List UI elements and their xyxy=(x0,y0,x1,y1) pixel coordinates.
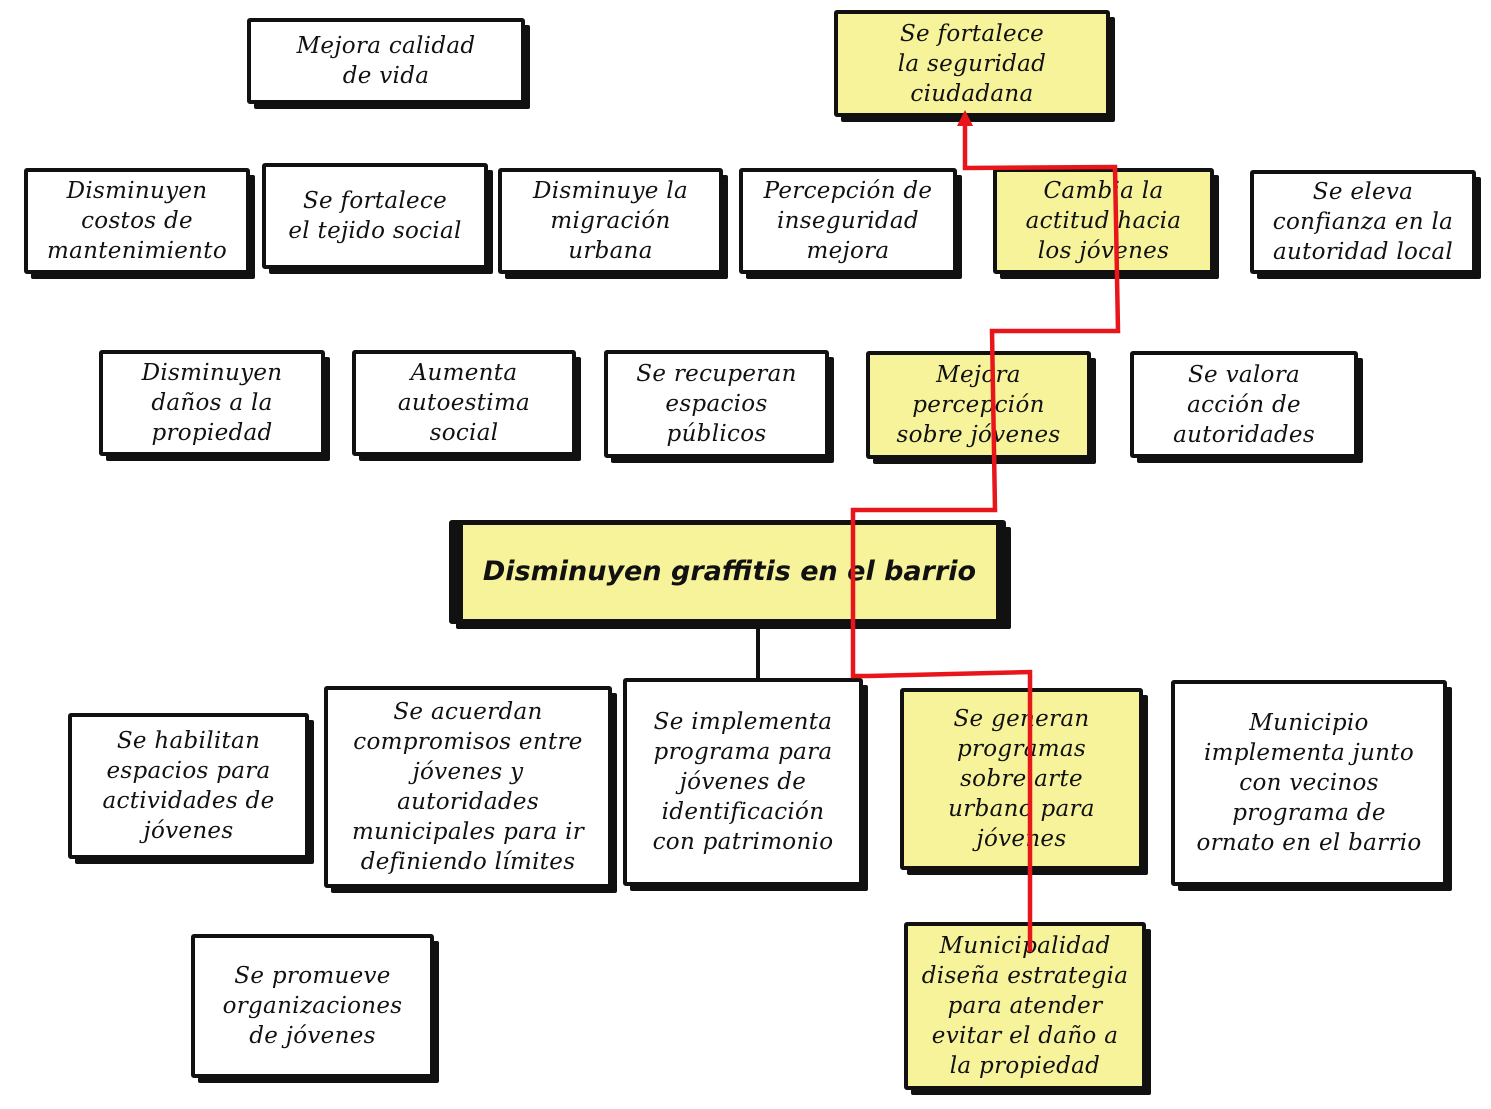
box-seguridad: Se fortalece la seguridad ciudadana xyxy=(834,10,1110,117)
box-estrategia: Municipalidad diseña estrategia para ate… xyxy=(904,922,1146,1090)
box-percepcion-jovenes: Mejora percepción sobre jóvenes xyxy=(866,351,1091,459)
box-organizaciones: Se promueve organizaciones de jóvenes xyxy=(191,934,434,1078)
box-text: Se acuerdan compromisos entre jóvenes y … xyxy=(351,699,585,875)
box-patrimonio: Se implementa programa para jóvenes de i… xyxy=(623,678,863,886)
box-migracion: Disminuye la migración urbana xyxy=(498,168,723,274)
box-text: Mejora calidad de vida xyxy=(296,33,476,89)
box-confianza: Se eleva confianza en la autoridad local xyxy=(1250,170,1476,274)
box-arte: Se generan programas sobre arte urbano p… xyxy=(900,688,1143,870)
box-text: Disminuye la migración urbana xyxy=(533,178,688,264)
box-text: Disminuyen costos de mantenimiento xyxy=(47,178,227,264)
box-text: Aumenta autoestima social xyxy=(397,360,531,446)
box-costos: Disminuyen costos de mantenimiento xyxy=(24,168,250,274)
box-text: Se fortalece la seguridad ciudadana xyxy=(897,20,1047,107)
box-percepcion-inseguridad: Percepción de inseguridad mejora xyxy=(739,168,957,274)
box-text: Disminuyen daños a la propiedad xyxy=(141,360,283,446)
box-ornato: Municipio implementa junto con vecinos p… xyxy=(1171,680,1447,886)
box-text: Municipalidad diseña estrategia para ate… xyxy=(921,933,1129,1079)
box-text: Se valora acción de autoridades xyxy=(1173,361,1315,448)
box-text: Se eleva confianza en la autoridad local xyxy=(1272,179,1454,265)
box-mejora-calidad: Mejora calidad de vida xyxy=(247,18,525,104)
box-text: Percepción de inseguridad mejora xyxy=(763,178,933,264)
box-text: Se recuperan espacios públicos xyxy=(636,361,797,447)
box-text: Se promueve organizaciones de jóvenes xyxy=(222,963,403,1049)
box-text: Cambia la actitud hacia los jóvenes xyxy=(1025,178,1182,264)
box-text: Se habilitan espacios para actividades d… xyxy=(102,728,275,844)
box-text: Mejora percepción sobre jóvenes xyxy=(896,362,1061,448)
box-danos: Disminuyen daños a la propiedad xyxy=(99,350,325,456)
box-autoestima: Aumenta autoestima social xyxy=(352,350,576,456)
box-text: Disminuyen graffitis en el barrio xyxy=(482,556,977,587)
box-valora: Se valora acción de autoridades xyxy=(1130,351,1358,458)
box-text: Se implementa programa para jóvenes de i… xyxy=(652,709,834,855)
box-actitud: Cambia la actitud hacia los jóvenes xyxy=(993,168,1214,274)
box-tejido: Se fortalece el tejido social xyxy=(262,163,488,269)
box-text: Se generan programas sobre arte urbano p… xyxy=(948,706,1095,852)
box-main-objective: Disminuyen graffitis en el barrio xyxy=(449,520,1006,624)
box-espacios: Se recuperan espacios públicos xyxy=(604,350,829,458)
box-compromisos: Se acuerdan compromisos entre jóvenes y … xyxy=(324,686,612,888)
box-text: Municipio implementa junto con vecinos p… xyxy=(1196,710,1422,856)
box-text: Se fortalece el tejido social xyxy=(288,188,462,244)
box-habilitan: Se habilitan espacios para actividades d… xyxy=(68,713,309,859)
